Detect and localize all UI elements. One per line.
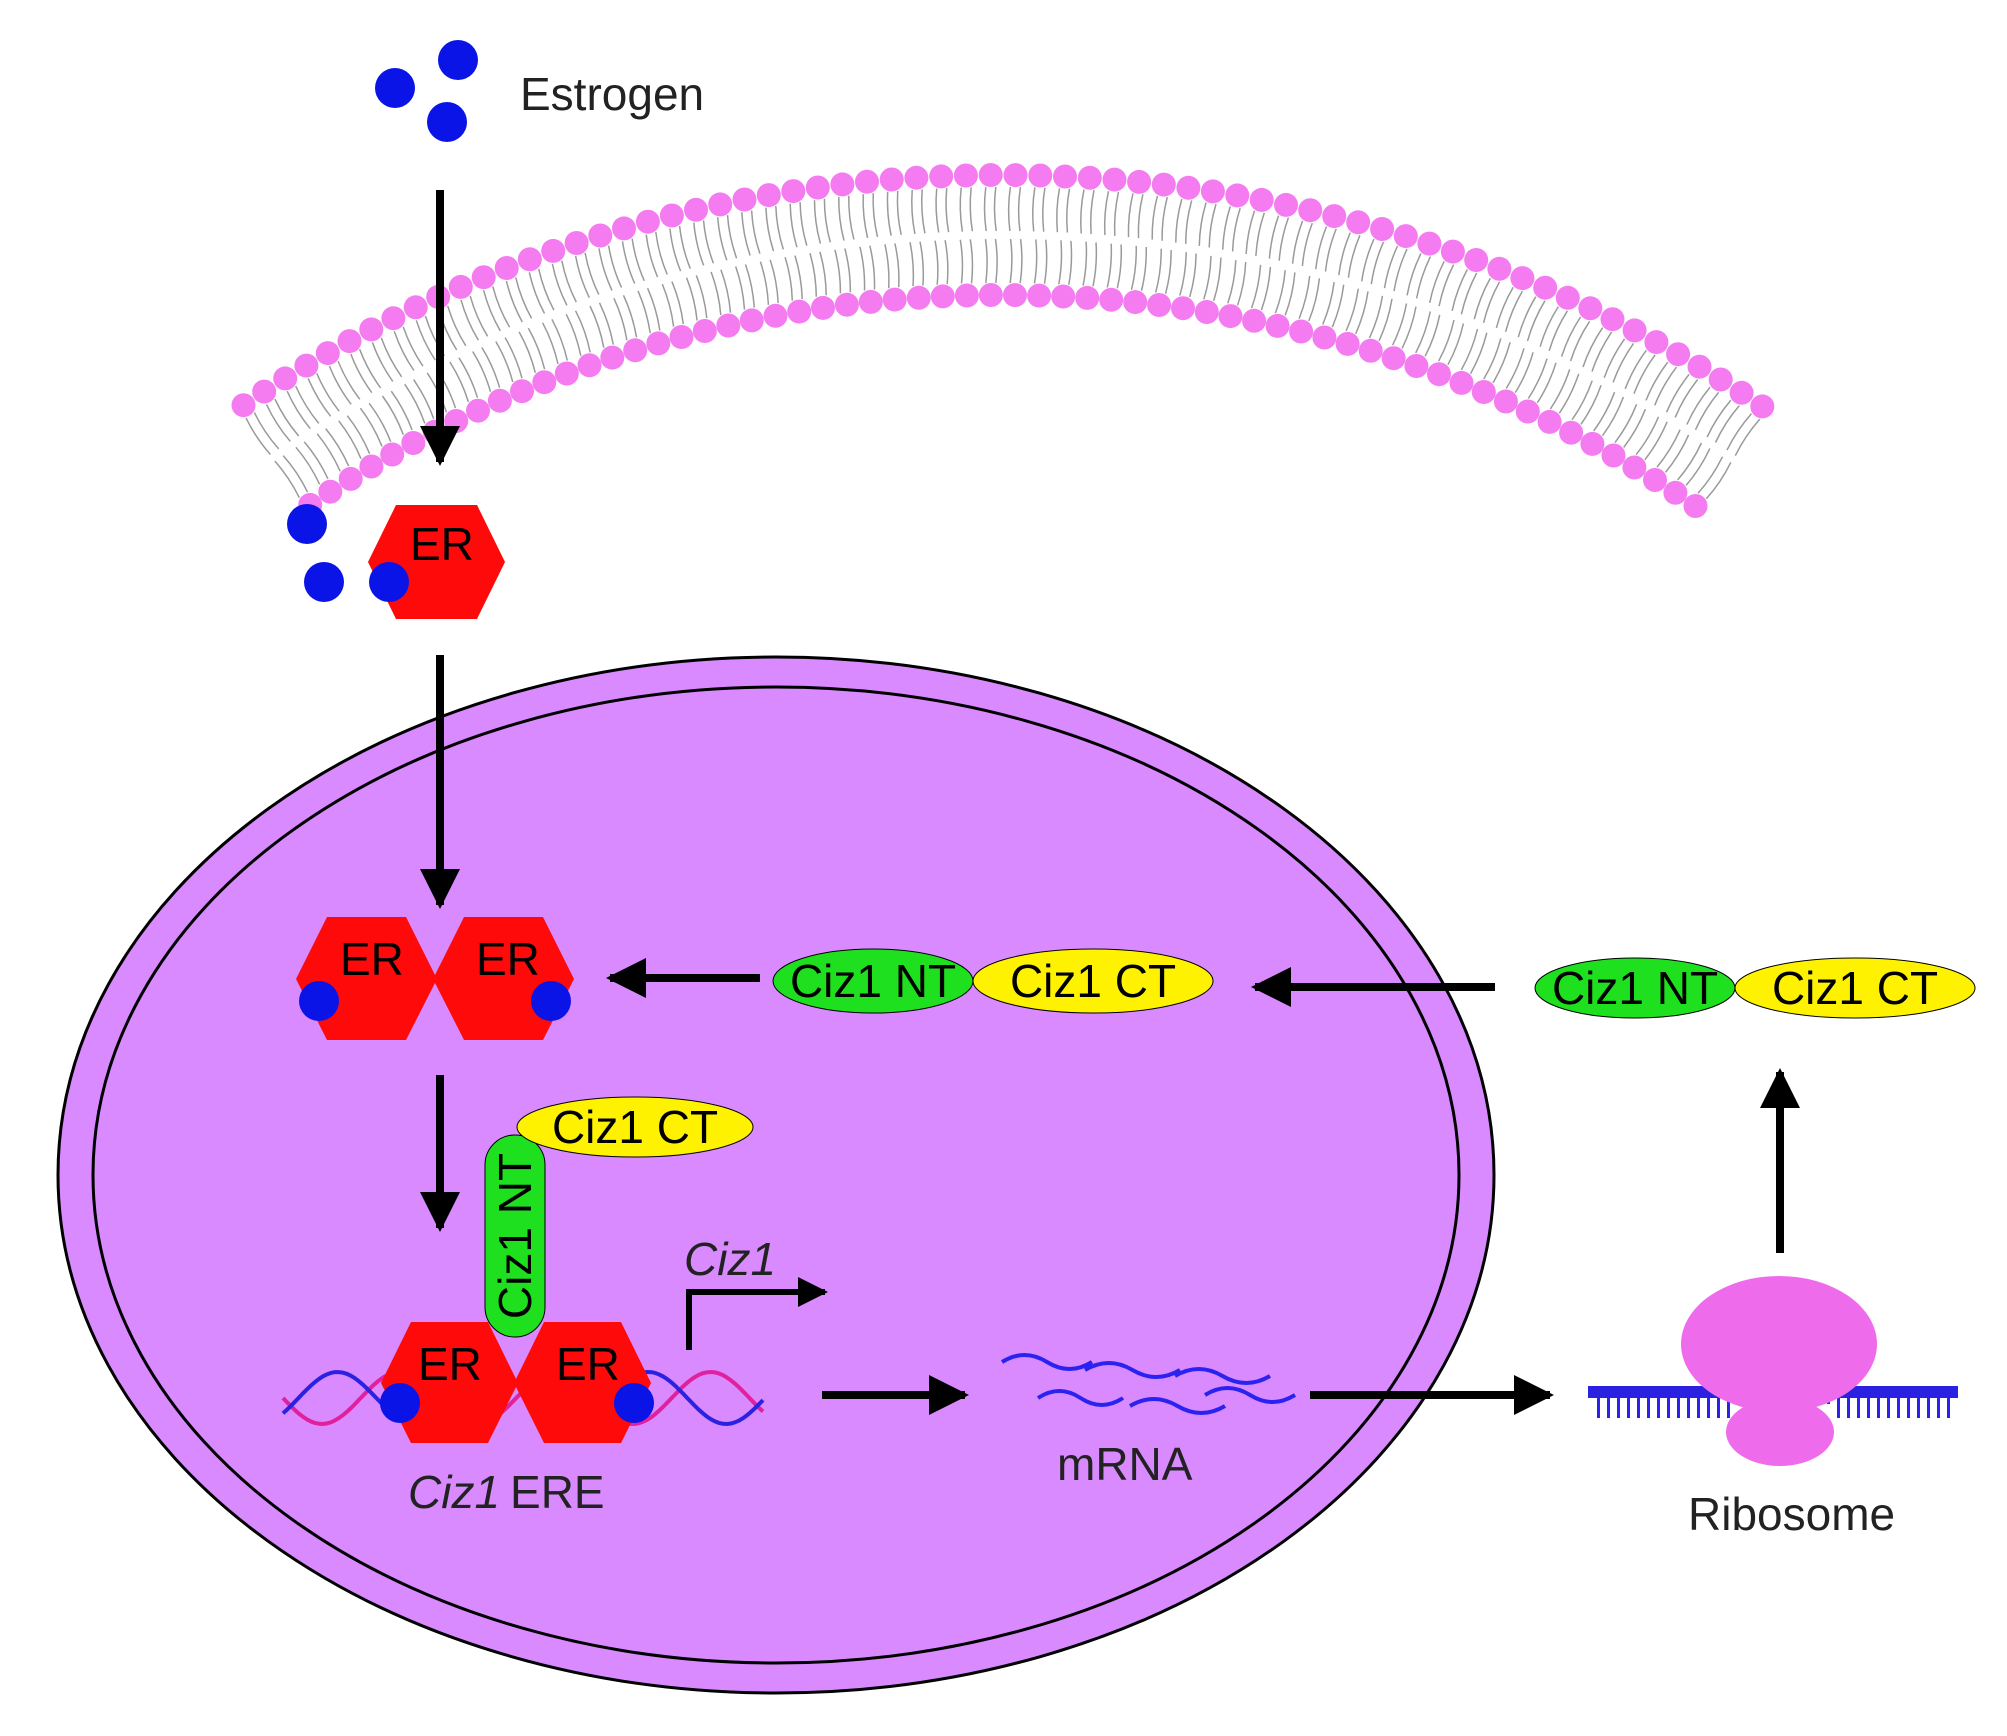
mrna-strand — [1083, 1361, 1182, 1379]
ciz1-protein-cytoplasmic: Ciz1 NT Ciz1 CT — [1534, 957, 1976, 1019]
lipid-heads — [231, 163, 1775, 518]
nuclear-envelope-inner — [91, 685, 1461, 1665]
ciz1-ere-suffix: ERE — [510, 1466, 605, 1518]
transcription-start-site: Ciz1 — [684, 1233, 828, 1350]
er-label: ER — [340, 933, 404, 985]
ciz1-gene-label: Ciz1 — [684, 1233, 776, 1285]
er-label: ER — [410, 518, 474, 570]
ciz1-protein-bound: Ciz1 NT Ciz1 CT — [484, 1096, 754, 1338]
ciz1-ct-label: Ciz1 CT — [1772, 962, 1938, 1014]
ciz1-ct-domain — [516, 1096, 754, 1158]
ciz1-protein-nuclear: Ciz1 NT Ciz1 CT — [772, 948, 1214, 1014]
mrna-strand — [1203, 1386, 1297, 1404]
mrna-strand — [1173, 1367, 1272, 1385]
ribosome-large-subunit — [1681, 1276, 1877, 1412]
er-dimer: ER ER — [296, 917, 574, 1040]
ciz1-ct-domain — [972, 948, 1214, 1014]
ciz1-ct-domain — [1734, 957, 1976, 1019]
ciz1-ere-gene: Ciz1 — [408, 1466, 500, 1518]
mrna-strand — [1000, 1353, 1094, 1371]
ciz1-nt-domain — [484, 1134, 546, 1338]
ciz1-nt-label: Ciz1 NT — [1552, 962, 1718, 1014]
ribosome-small-subunit — [1726, 1398, 1834, 1466]
mrna-strand — [1128, 1397, 1227, 1415]
ribosome — [1588, 1276, 1958, 1466]
er-dimer-on-ere: ER ER — [380, 1322, 654, 1443]
ribosome-label: Ribosome — [1688, 1488, 1895, 1540]
nucleus — [56, 655, 1496, 1695]
er-label: ER — [556, 1338, 620, 1390]
ciz1-ct-label: Ciz1 CT — [552, 1101, 718, 1153]
cell-membrane — [231, 163, 1775, 518]
ciz1-nt-label: Ciz1 NT — [489, 1153, 541, 1319]
er-label: ER — [418, 1338, 482, 1390]
ciz1-nt-label: Ciz1 NT — [790, 955, 956, 1007]
mrna-strand — [1036, 1389, 1125, 1407]
er-label: ER — [476, 933, 540, 985]
estrogen-label: Estrogen — [520, 68, 704, 120]
ciz1-ct-label: Ciz1 CT — [1010, 955, 1176, 1007]
lipid-tails — [245, 186, 1761, 500]
mrna-label: mRNA — [1057, 1438, 1193, 1490]
nuclear-envelope-outer — [56, 655, 1496, 1695]
mrna-molecules — [1000, 1353, 1297, 1415]
estrogen-molecules — [375, 40, 478, 142]
cytoplasmic-er-complex: ER — [287, 504, 505, 619]
